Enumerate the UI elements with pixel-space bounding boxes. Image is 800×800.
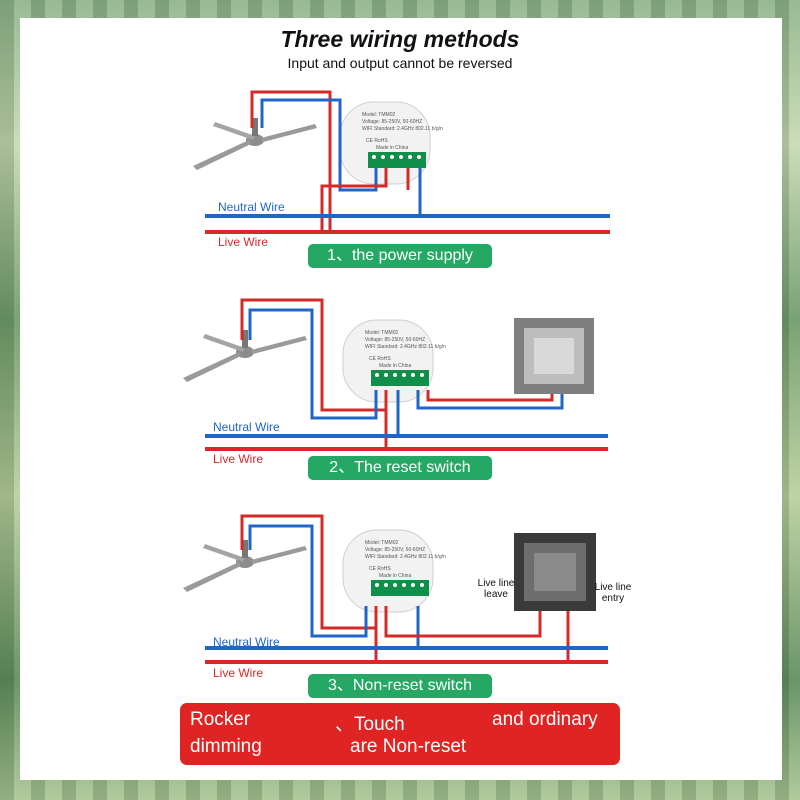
banner-text-non-reset: are Non-reset: [350, 736, 467, 757]
section-label-1: 1、the power supply: [308, 244, 492, 268]
smart-switch-module-3: [342, 529, 447, 613]
smart-switch-module-1: [339, 101, 444, 185]
ceiling-fan-2: [183, 330, 307, 382]
live-line-leave-label: Live line leave: [477, 578, 515, 600]
live-line-entry-label: Live line entry: [594, 582, 632, 604]
banner-text-dimming: dimming: [190, 736, 262, 757]
banner-text-rocker: Rocker: [190, 709, 251, 730]
neutral-wire-label-3: Neutral Wire: [213, 635, 280, 649]
ceiling-fan-3: [183, 540, 307, 592]
smart-switch-module-2: [342, 319, 447, 403]
live-wire-label-1: Live Wire: [218, 235, 269, 249]
live-wire-label-3: Live Wire: [213, 666, 264, 680]
ceiling-fan-1: [193, 118, 317, 170]
live-wire-label-2: Live Wire: [213, 452, 264, 466]
page-title: Three wiring methods: [280, 26, 520, 52]
section-label-2: 2、The reset switch: [308, 456, 492, 480]
note-banner: Rocker 、Touch and ordinary dimming are N…: [180, 703, 620, 765]
neutral-wire-label-1: Neutral Wire: [218, 200, 285, 214]
page-subtitle: Input and output cannot be reversed: [287, 55, 513, 71]
neutral-wire-label-2: Neutral Wire: [213, 420, 280, 434]
banner-text-touch: 、Touch: [335, 714, 405, 735]
banner-text-ordinary: and ordinary: [492, 709, 598, 730]
section-label-3: 3、Non-reset switch: [308, 674, 492, 698]
